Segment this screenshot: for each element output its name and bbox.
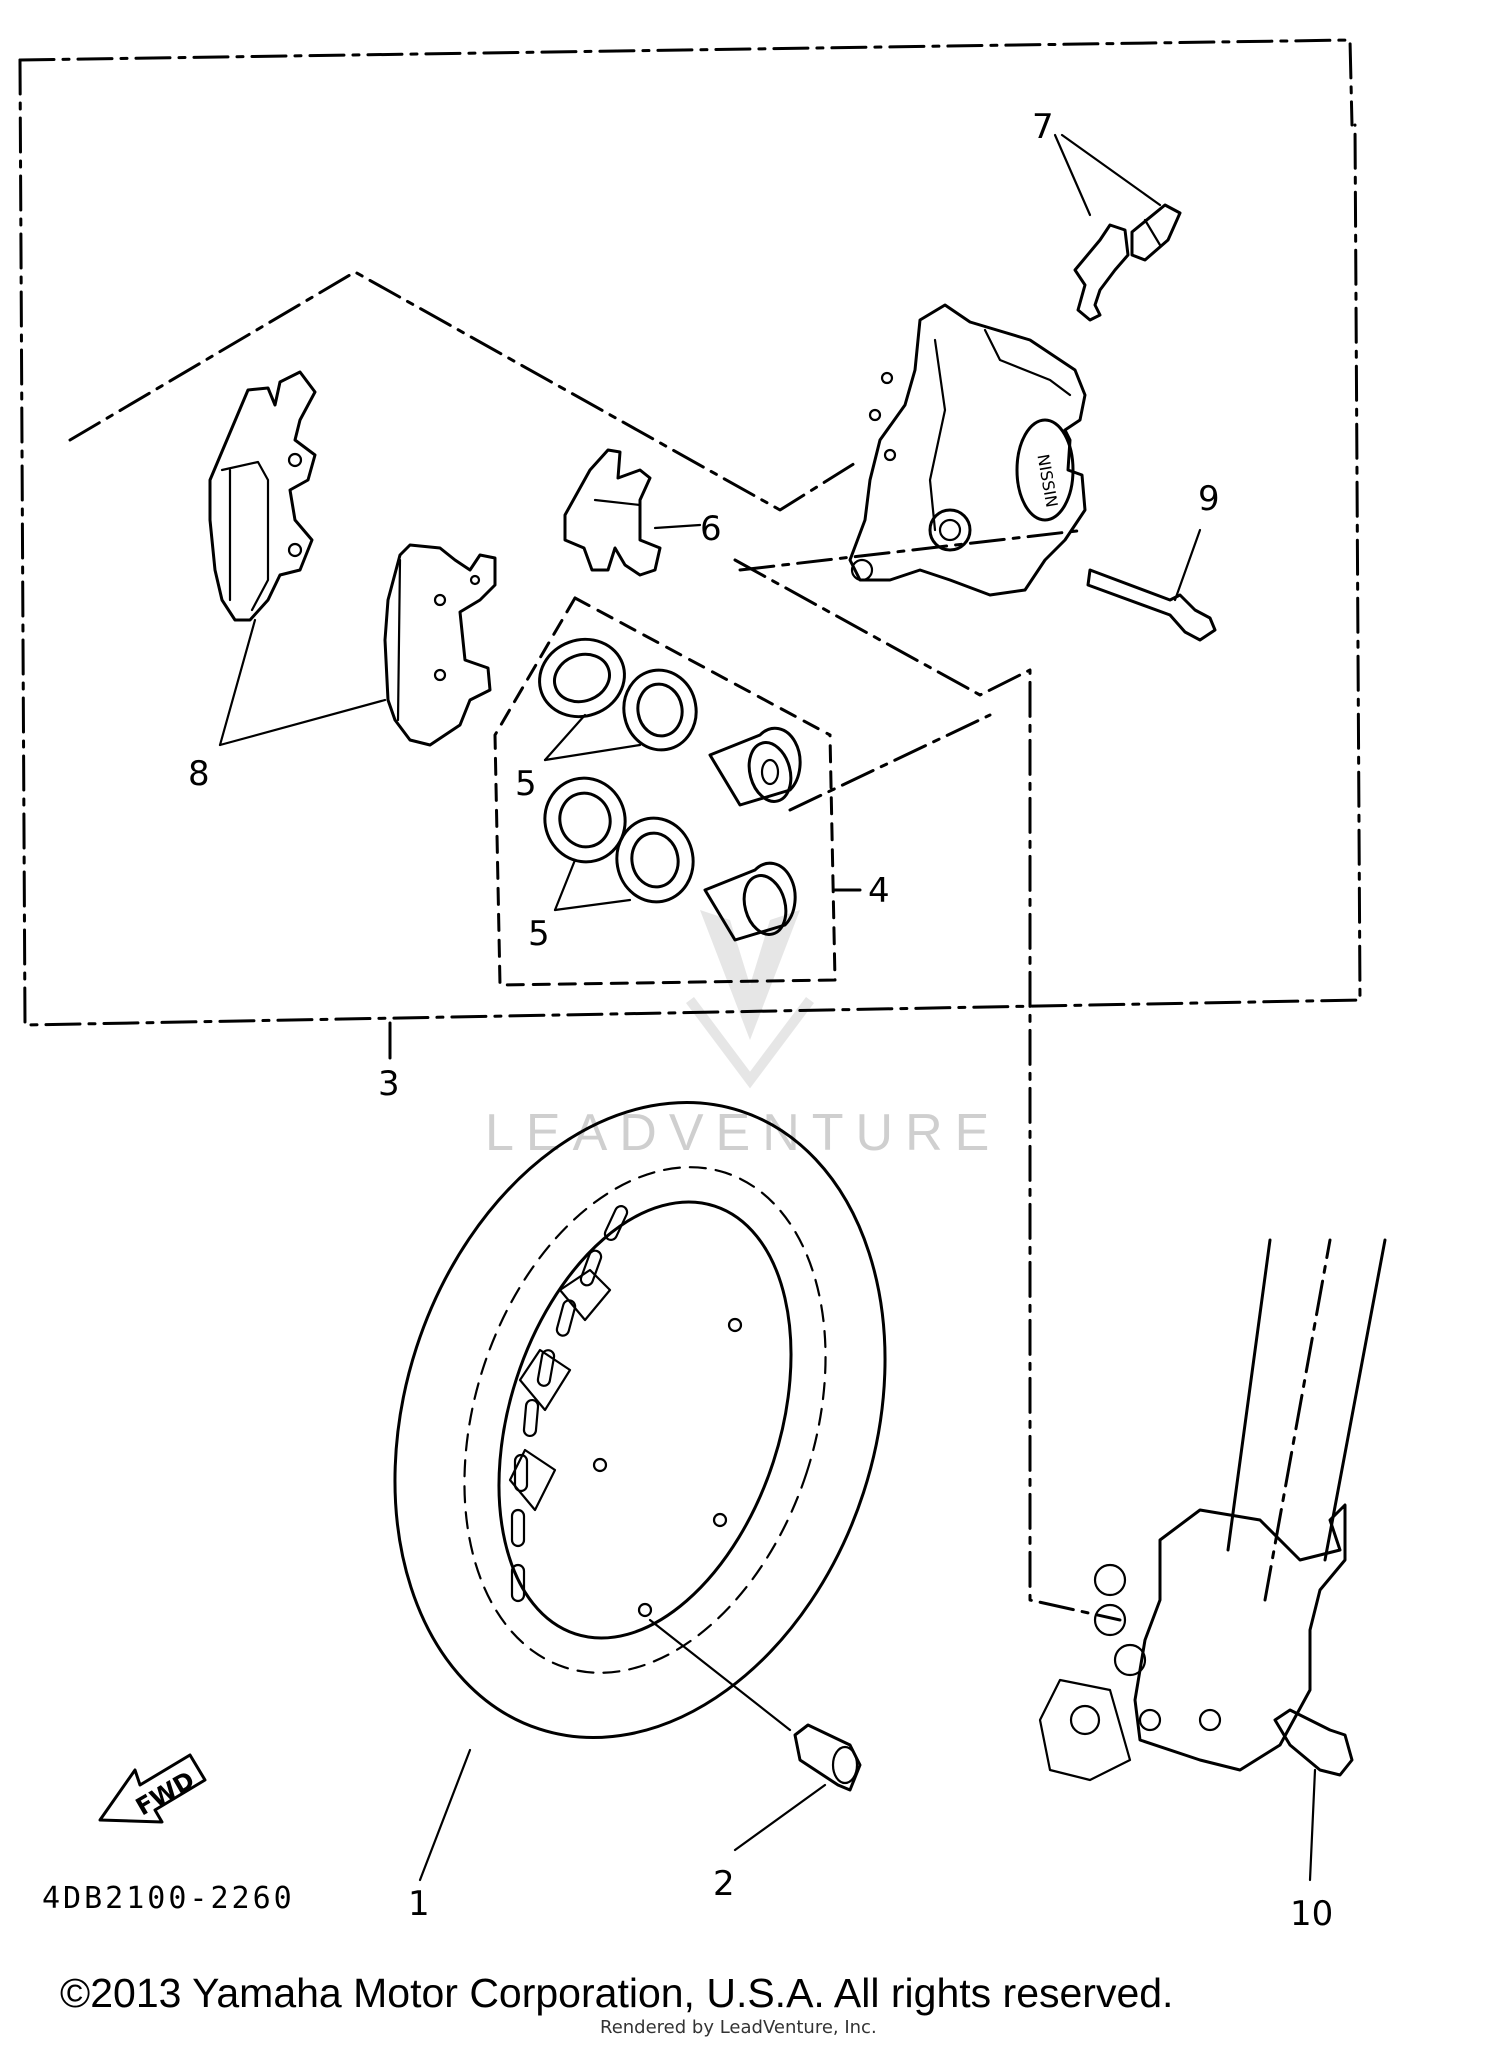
callout-9: 9: [1198, 479, 1220, 519]
front-fork: [1038, 1238, 1387, 1782]
watermark-text: LEADVENTURE: [485, 1104, 1001, 1162]
piston-seals: [538, 637, 698, 904]
brake-pad-right: [383, 543, 497, 747]
brake-pad-left: [208, 370, 317, 622]
callout-leaders: [218, 133, 1202, 1882]
callout-1: 1: [408, 1884, 430, 1924]
callout-4: 4: [868, 871, 890, 911]
callout-labels: 7 6 9 8 5 5 4 3 1 2 10: [188, 107, 1333, 1934]
callout-2: 2: [713, 1864, 735, 1904]
disc-screw: [648, 1618, 862, 1792]
diagram-part-number: 4DB2100-2260: [42, 1881, 295, 1916]
caliper-pin-bolt: [1086, 568, 1217, 642]
seal-kit-boundary: [493, 596, 862, 987]
watermark: LEADVENTURE: [485, 910, 1001, 1162]
caliper-assembly-boundary: [18, 38, 1362, 1060]
pad-spring: [563, 448, 662, 577]
reference-lines: [68, 270, 1122, 1622]
callout-6: 6: [700, 509, 722, 549]
callout-10: 10: [1290, 1894, 1333, 1934]
callout-8: 8: [188, 754, 210, 794]
callout-7: 7: [1032, 107, 1054, 147]
copyright-notice: ©2013 Yamaha Motor Corporation, U.S.A. A…: [60, 1970, 1174, 2016]
callout-5a: 5: [515, 764, 537, 804]
fwd-label: FWD: [131, 1766, 199, 1822]
brake-disc: [393, 1100, 887, 1740]
caliper-body: NISSIN: [848, 303, 1087, 597]
caliper-brand-text: NISSIN: [1033, 453, 1061, 509]
caliper-pistons: [703, 726, 802, 942]
caliper-mount-bolt: [1273, 1708, 1354, 1882]
bleeder-screw: [1073, 203, 1182, 322]
callout-3: 3: [378, 1064, 400, 1104]
callout-5b: 5: [528, 914, 550, 954]
rendered-by-note: Rendered by LeadVenture, Inc.: [600, 2017, 877, 2038]
fwd-arrow-icon: FWD: [98, 1753, 207, 1824]
